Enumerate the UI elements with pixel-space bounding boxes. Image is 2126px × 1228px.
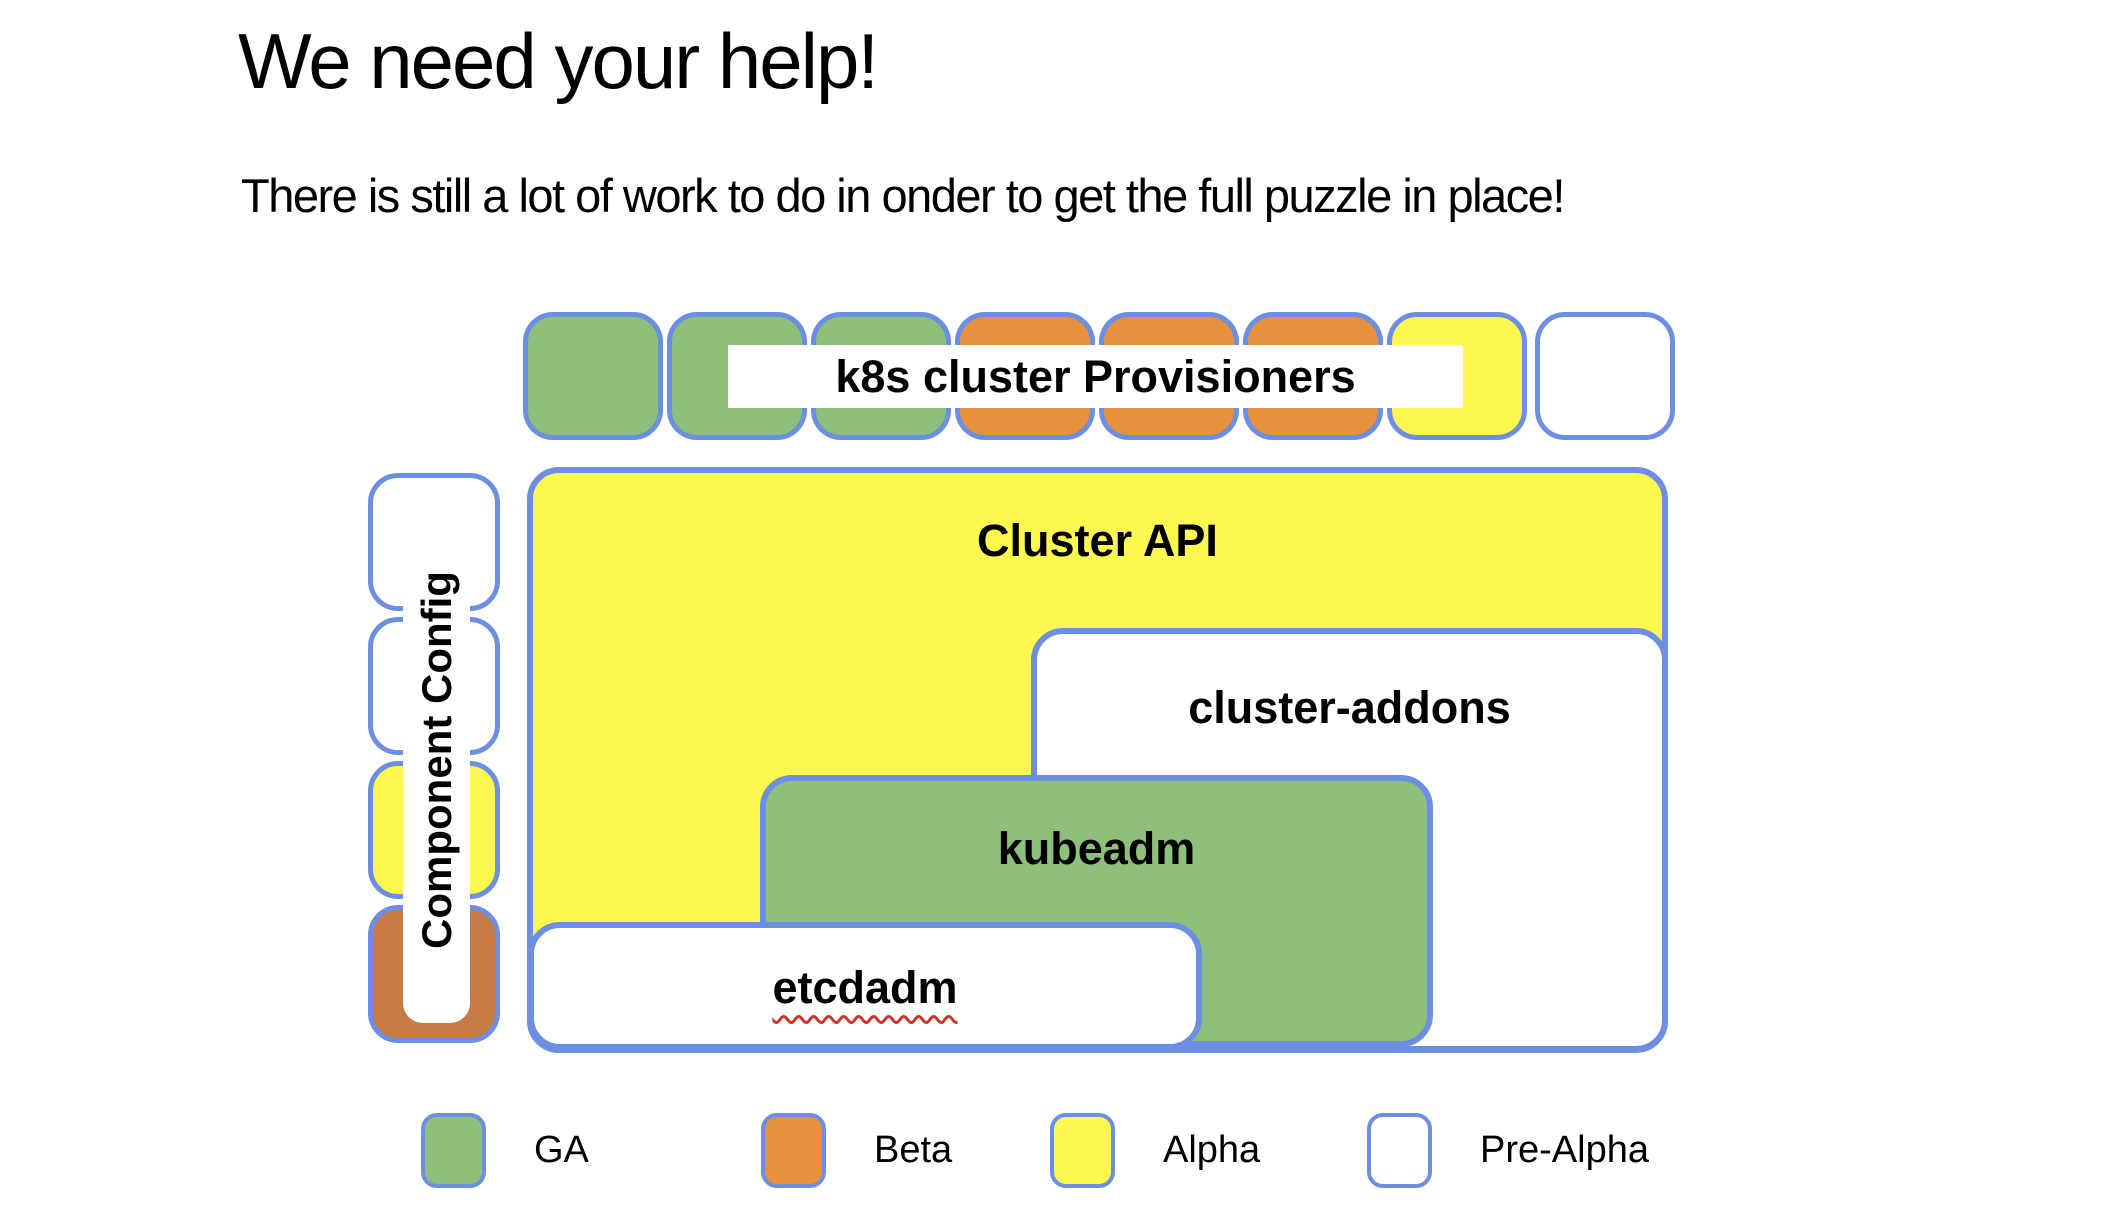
legend-label-pre-alpha: Pre-Alpha — [1480, 1129, 1649, 1171]
page-subtitle: There is still a lot of work to do in on… — [241, 169, 1565, 222]
legend-item-ga: GA — [421, 1113, 589, 1188]
legend-item-pre-alpha: Pre-Alpha — [1367, 1113, 1649, 1188]
legend-swatch-beta — [761, 1113, 826, 1188]
cluster-api-label: Cluster API — [977, 515, 1218, 566]
provisioner-square-1 — [523, 312, 663, 440]
etcdadm-label: etcdadm — [772, 962, 958, 1013]
legend-swatch-alpha — [1050, 1113, 1115, 1188]
kubeadm-label: kubeadm — [997, 823, 1196, 874]
provisioners-label-band: k8s cluster Provisioners — [728, 345, 1463, 408]
component-config-label-band: Component Config — [403, 496, 470, 1023]
component-config-label: Component Config — [412, 570, 460, 949]
legend-item-beta: Beta — [761, 1113, 952, 1188]
legend-swatch-pre-alpha — [1367, 1113, 1432, 1188]
legend-label-alpha: Alpha — [1163, 1129, 1261, 1171]
legend-label-ga: GA — [534, 1129, 589, 1171]
page-title: We need your help! — [238, 17, 879, 105]
legend-label-beta: Beta — [874, 1129, 953, 1171]
legend-swatch-ga — [421, 1113, 486, 1188]
legend-item-alpha: Alpha — [1050, 1113, 1260, 1188]
provisioner-square-8 — [1535, 312, 1675, 440]
cluster-addons-label: cluster-addons — [1188, 682, 1511, 733]
etcdadm-box: etcdadm — [528, 922, 1202, 1050]
provisioners-label: k8s cluster Provisioners — [835, 350, 1356, 402]
